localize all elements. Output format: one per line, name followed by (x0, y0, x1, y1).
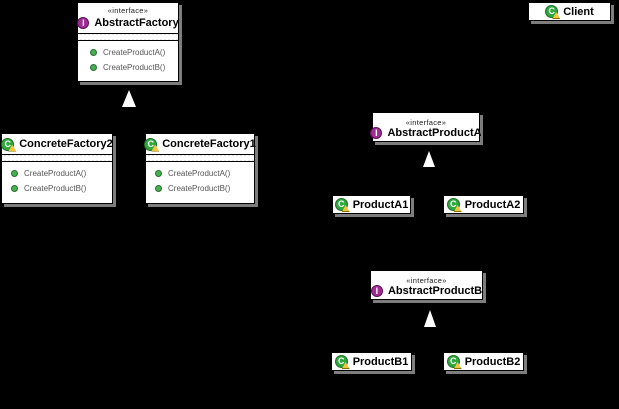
class-box-client[interactable]: C Client (528, 2, 611, 21)
generalization-arrowhead-abstractproducta (423, 151, 435, 167)
warning-overlay-icon (552, 12, 561, 19)
class-box-producta1[interactable]: C ProductA1 (332, 195, 411, 214)
class-icon: C (545, 5, 561, 19)
method-label: CreateProductB() (24, 184, 87, 193)
warning-overlay-icon (8, 144, 17, 152)
class-box-concretefactory1[interactable]: C ConcreteFactory1 CreateProductA() Crea… (144, 133, 256, 204)
method-icon (11, 185, 18, 192)
class-name: ProductB2 (464, 355, 521, 368)
methods-compartment: CreateProductA() CreateProductB() (2, 162, 112, 196)
warning-overlay-icon (453, 205, 462, 212)
interface-icon: I (370, 285, 383, 297)
methods-compartment: CreateProductA() CreateProductB() (146, 162, 254, 196)
class-name: AbstractProductB (387, 285, 483, 297)
method-row: CreateProductA() (78, 45, 178, 60)
class-box-abstractfactory[interactable]: «interface» I AbstractFactory CreateProd… (77, 2, 179, 82)
class-icon: C (334, 355, 350, 369)
class-box-producta2[interactable]: C ProductA2 (443, 195, 524, 214)
class-box-productb1[interactable]: C ProductB1 (331, 352, 412, 371)
fields-compartment (2, 154, 112, 162)
method-icon (90, 64, 97, 71)
method-label: CreateProductA() (168, 169, 231, 178)
class-box-productb2[interactable]: C ProductB2 (443, 352, 524, 371)
methods-compartment: CreateProductA() CreateProductB() (78, 41, 178, 75)
method-icon (11, 170, 18, 177)
fields-compartment (146, 154, 254, 162)
class-name: ConcreteFactory1 (162, 138, 256, 150)
class-header: C ConcreteFactory2 (1, 134, 113, 154)
class-box-abstractproductb[interactable]: «interface» I AbstractProductB (370, 270, 483, 300)
method-row: CreateProductB() (146, 181, 254, 196)
class-name: AbstractFactory (94, 17, 179, 29)
class-name: AbstractProductA (387, 127, 482, 139)
method-label: CreateProductB() (103, 63, 166, 72)
class-icon: C (1, 137, 17, 152)
class-icon: C (446, 355, 462, 369)
class-icon: C (446, 198, 462, 212)
method-row: CreateProductB() (78, 60, 178, 75)
class-icon: C (334, 198, 350, 212)
method-label: CreateProductA() (103, 48, 166, 57)
class-name: ProductA1 (352, 198, 409, 211)
class-header: «interface» I AbstractFactory (77, 3, 179, 33)
class-header: C ConcreteFactory1 (144, 134, 256, 154)
stereotype-label: «interface» (405, 118, 447, 127)
class-name: ProductB1 (352, 355, 409, 368)
warning-overlay-icon (341, 205, 350, 212)
fields-compartment (78, 33, 178, 41)
method-row: CreateProductA() (2, 166, 112, 181)
method-label: CreateProductA() (24, 169, 87, 178)
class-box-concretefactory2[interactable]: C ConcreteFactory2 CreateProductA() Crea… (1, 133, 113, 204)
method-row: CreateProductB() (2, 181, 112, 196)
method-row: CreateProductA() (146, 166, 254, 181)
warning-overlay-icon (151, 144, 160, 152)
interface-icon: I (77, 17, 90, 29)
method-icon (155, 185, 162, 192)
class-name: ConcreteFactory2 (19, 138, 113, 150)
generalization-arrowhead-abstractproductb (424, 310, 436, 327)
method-label: CreateProductB() (168, 184, 231, 193)
stereotype-label: «interface» (107, 6, 149, 15)
class-name: Client (563, 5, 594, 18)
method-icon (155, 170, 162, 177)
class-name: ProductA2 (464, 198, 521, 211)
class-box-abstractproducta[interactable]: «interface» I AbstractProductA (370, 112, 482, 142)
method-icon (90, 49, 97, 56)
interface-icon: I (370, 127, 383, 139)
warning-overlay-icon (341, 362, 350, 369)
stereotype-label: «interface» (406, 276, 447, 285)
warning-overlay-icon (453, 362, 462, 369)
generalization-arrowhead-abstractfactory (122, 90, 136, 107)
class-icon: C (144, 137, 160, 152)
